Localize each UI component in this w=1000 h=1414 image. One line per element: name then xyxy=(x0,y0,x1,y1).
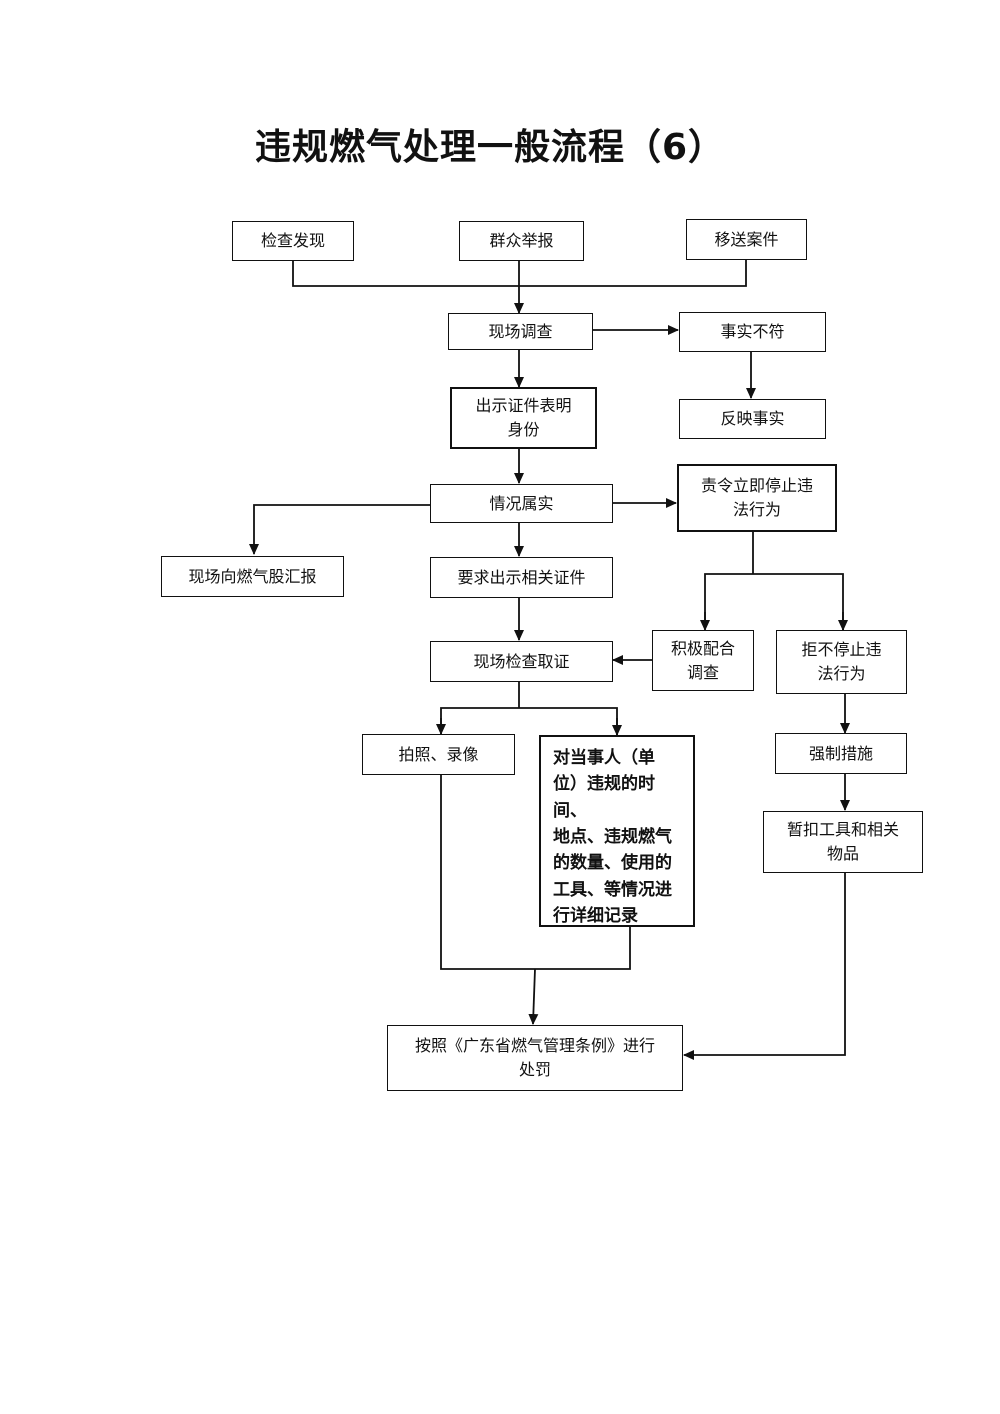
node-record: 对当事人（单 位）违规的时间、 地点、违规燃气 的数量、使用的 工具、等情况进 … xyxy=(539,735,695,927)
node-coercive: 强制措施 xyxy=(775,733,907,774)
node-collect-evidence: 现场检查取证 xyxy=(430,641,613,682)
node-report: 群众举报 xyxy=(459,221,584,261)
node-report-gas: 现场向燃气股汇报 xyxy=(161,556,344,597)
node-detain: 暂扣工具和相关 物品 xyxy=(763,811,923,873)
node-show-id: 出示证件表明 身份 xyxy=(450,387,597,449)
node-facts-mismatch: 事实不符 xyxy=(679,312,826,352)
node-order-stop: 责令立即停止违 法行为 xyxy=(677,464,837,532)
node-refuse: 拒不停止违 法行为 xyxy=(776,630,907,694)
connector-collect-split xyxy=(440,682,618,735)
connector-evidence-merge xyxy=(440,775,631,970)
node-cooperate: 积极配合 调查 xyxy=(652,630,754,691)
node-inspect: 检查发现 xyxy=(232,221,354,261)
connector-report-gas xyxy=(249,504,430,555)
node-request-docs: 要求出示相关证件 xyxy=(430,557,613,598)
arrow-to-penalty xyxy=(528,968,539,1025)
node-feedback: 反映事实 xyxy=(679,399,826,439)
connector-detain-penalty xyxy=(683,873,846,1060)
connector-order-split xyxy=(704,532,844,630)
connector-sources xyxy=(292,260,747,287)
node-penalty: 按照《广东省燃气管理条例》进行 处罚 xyxy=(387,1025,683,1091)
page-title: 违规燃气处理一般流程（6） xyxy=(254,127,726,168)
node-transfer: 移送案件 xyxy=(686,219,807,260)
node-onsite-investigation: 现场调查 xyxy=(448,313,593,350)
node-confirmed: 情况属实 xyxy=(430,484,613,523)
node-photo: 拍照、录像 xyxy=(362,734,515,775)
